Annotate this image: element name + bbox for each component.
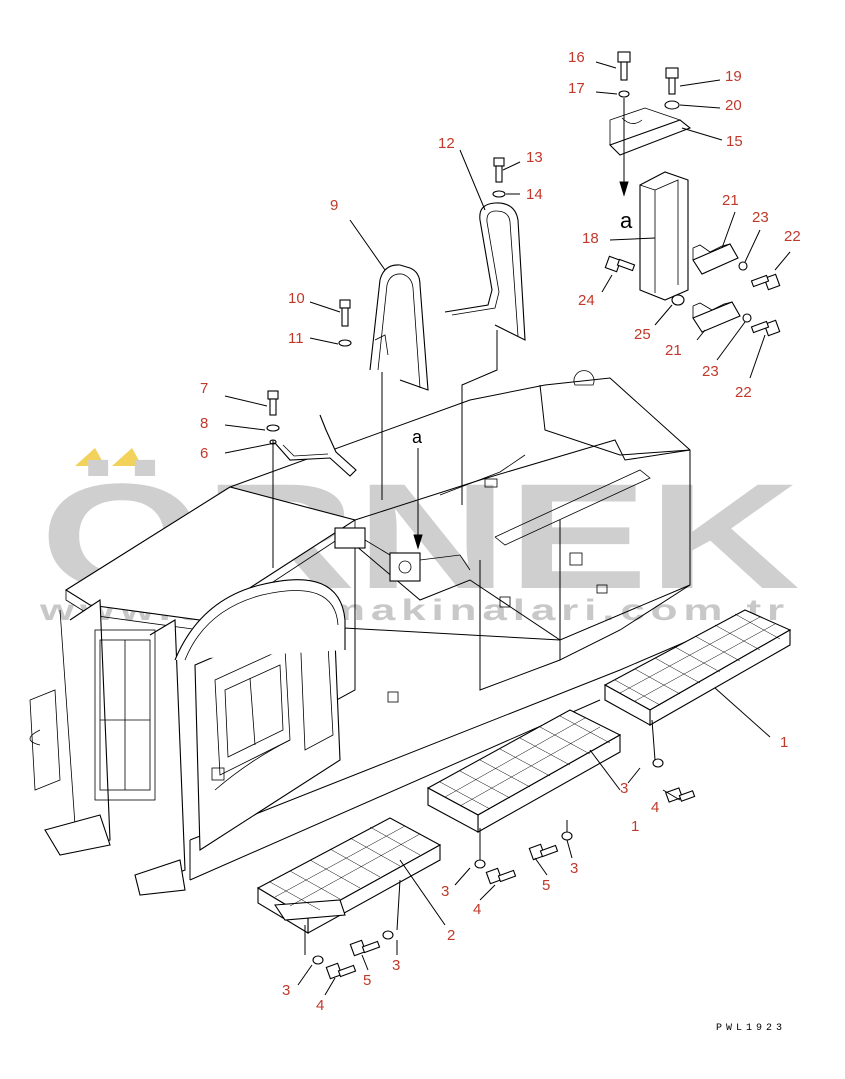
callout-24: 24 [578, 292, 595, 309]
callout-14: 14 [526, 186, 543, 203]
callout-3: 3 [620, 780, 628, 797]
handrail-12 [444, 202, 526, 341]
callout-7: 7 [200, 380, 208, 397]
bolt-icon [528, 843, 559, 861]
callout-20: 20 [725, 97, 742, 114]
step-middle-grate [426, 709, 622, 833]
callout-15: 15 [726, 133, 743, 150]
washer-icon [382, 930, 394, 940]
washer-icon [742, 313, 752, 323]
bolt-icon [493, 157, 505, 183]
callout-10: 10 [288, 290, 305, 307]
washer-icon [561, 831, 573, 841]
washer-icon [652, 758, 664, 768]
fasteners [312, 758, 696, 980]
bolt-icon [617, 51, 631, 81]
callout-8: 8 [200, 415, 208, 432]
callout-6: 6 [200, 445, 208, 462]
washer-icon [618, 90, 630, 98]
callouts: 1 1 2 3 3 3 3 3 4 4 4 5 5 6 7 8 9 10 11 … [200, 49, 801, 1014]
bolt-icon [485, 867, 517, 885]
callout-23: 23 [752, 209, 769, 226]
callout-3: 3 [392, 957, 400, 974]
callout-16: 16 [568, 49, 585, 66]
callout-3: 3 [441, 883, 449, 900]
callout-3: 3 [570, 860, 578, 877]
handrail-6 [274, 414, 357, 477]
callout-22: 22 [735, 384, 752, 401]
callout-12: 12 [438, 135, 455, 152]
callout-4: 4 [316, 997, 324, 1014]
bolt-icon [750, 319, 781, 337]
washer-icon [664, 100, 680, 110]
callout-1: 1 [631, 818, 639, 835]
washer-icon [266, 424, 280, 432]
callout-2: 2 [447, 927, 455, 944]
washer-icon [338, 339, 352, 347]
bolt-icon [665, 67, 679, 95]
callout-19: 19 [725, 68, 742, 85]
washer-icon [492, 190, 506, 198]
view-marker-a: a [412, 427, 423, 447]
bolt-icon [339, 299, 351, 327]
drawing-code: PWL1923 [716, 1023, 786, 1034]
callout-3: 3 [282, 982, 290, 999]
watermark-accent-left-icon [75, 448, 105, 466]
bolt-icon [325, 962, 357, 980]
washer-icon [671, 294, 685, 306]
bolt-icon [349, 939, 381, 957]
callout-21: 21 [665, 342, 682, 359]
callout-5: 5 [542, 877, 550, 894]
watermark-accent-right-icon [112, 448, 142, 466]
callout-23: 23 [702, 363, 719, 380]
leader-lines [224, 61, 791, 996]
washer-icon [738, 261, 748, 271]
callout-11: 11 [288, 330, 304, 347]
callout-18: 18 [582, 230, 599, 247]
washer-icon [474, 859, 486, 869]
handrail-9 [369, 264, 429, 391]
callout-1: 1 [780, 734, 788, 751]
callout-5: 5 [363, 972, 371, 989]
callout-21: 21 [722, 192, 739, 209]
bolt-icon [750, 273, 781, 291]
callout-22: 22 [784, 228, 801, 245]
step-1-grate [603, 609, 792, 726]
detail-a-assembly [604, 51, 781, 337]
bolt-icon [604, 255, 636, 273]
machine-frame [29, 370, 691, 896]
callout-17: 17 [568, 80, 585, 97]
callout-25: 25 [634, 326, 651, 343]
step-2-grate [256, 817, 442, 934]
callout-4: 4 [651, 799, 659, 816]
bolt-icon [267, 390, 279, 416]
view-marker-a: a [620, 208, 633, 233]
callout-9: 9 [330, 197, 338, 214]
callout-4: 4 [473, 901, 481, 918]
callout-13: 13 [526, 149, 543, 166]
bolt-icon [665, 787, 696, 803]
washer-icon [312, 955, 324, 965]
